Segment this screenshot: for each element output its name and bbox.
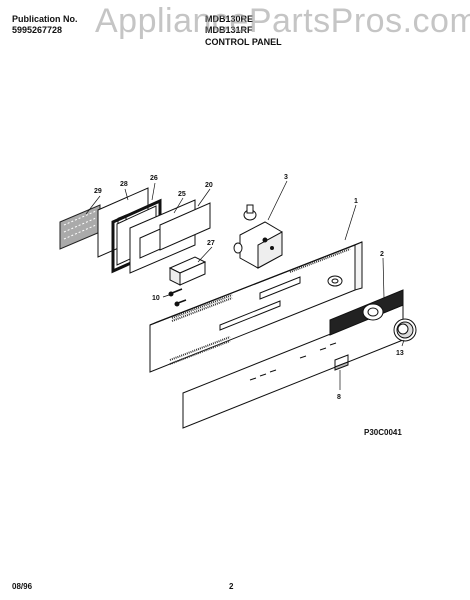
module-part bbox=[168, 256, 207, 286]
part-number-3: 3 bbox=[284, 174, 288, 181]
part-number-20: 20 bbox=[205, 182, 213, 189]
part-number-labels: 29 28 26 25 20 3 1 27 2 10 13 8 bbox=[94, 174, 404, 401]
part-number-29: 29 bbox=[94, 188, 102, 195]
model-number-2: MDB131RF bbox=[205, 25, 253, 35]
part-number-28: 28 bbox=[120, 181, 128, 188]
part-number-10: 10 bbox=[152, 295, 160, 302]
part-number-26: 26 bbox=[150, 175, 158, 182]
screw-part bbox=[168, 288, 187, 307]
button-part bbox=[334, 354, 349, 371]
diagram-code: P30C0041 bbox=[364, 428, 402, 437]
publication-label: Publication No. bbox=[12, 14, 78, 24]
lens-panel-part bbox=[159, 202, 211, 251]
part-number-25: 25 bbox=[178, 191, 186, 198]
part-number-27: 27 bbox=[207, 240, 215, 247]
section-title: CONTROL PANEL bbox=[205, 37, 282, 47]
watermark: AppliancePartsPros.com bbox=[95, 2, 470, 40]
knob-part bbox=[393, 318, 417, 342]
timer-part bbox=[233, 204, 283, 269]
part-number-2: 2 bbox=[380, 251, 384, 258]
publication-number: 5995267728 bbox=[12, 25, 63, 35]
model-number-1: MDB130RE bbox=[205, 14, 254, 24]
control-panel-body bbox=[149, 241, 363, 373]
page-number: 2 bbox=[229, 582, 234, 591]
part-number-1: 1 bbox=[354, 198, 358, 205]
part-number-13: 13 bbox=[396, 350, 404, 357]
leader-lines bbox=[85, 180, 405, 390]
footer-date: 08/96 bbox=[12, 582, 33, 591]
insulation-pad-part bbox=[59, 204, 101, 250]
part-number-8: 8 bbox=[337, 394, 341, 401]
